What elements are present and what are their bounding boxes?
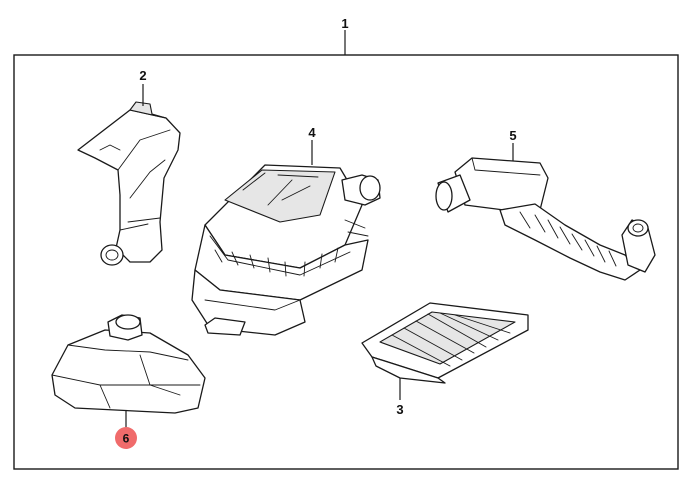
part-3-air-filter-element[interactable]: 3 [361, 302, 529, 417]
callout-4-label: 4 [308, 125, 316, 140]
part-5-intake-hose[interactable]: 5 [435, 128, 656, 281]
assembly-frame [13, 54, 679, 470]
callout-1[interactable]: 1 [341, 16, 349, 55]
part-2-intake-duct[interactable]: 2 [77, 68, 181, 266]
callout-3-label: 3 [396, 402, 403, 417]
callout-6-highlight [115, 427, 137, 449]
callout-2-label: 2 [139, 68, 146, 83]
callout-6-label: 6 [123, 432, 130, 446]
part-4-air-cleaner-housing[interactable]: 4 [191, 125, 381, 336]
callout-5-label: 5 [509, 128, 516, 143]
part-6-resonator[interactable]: 6 [51, 314, 206, 449]
callout-1-label: 1 [341, 16, 348, 31]
